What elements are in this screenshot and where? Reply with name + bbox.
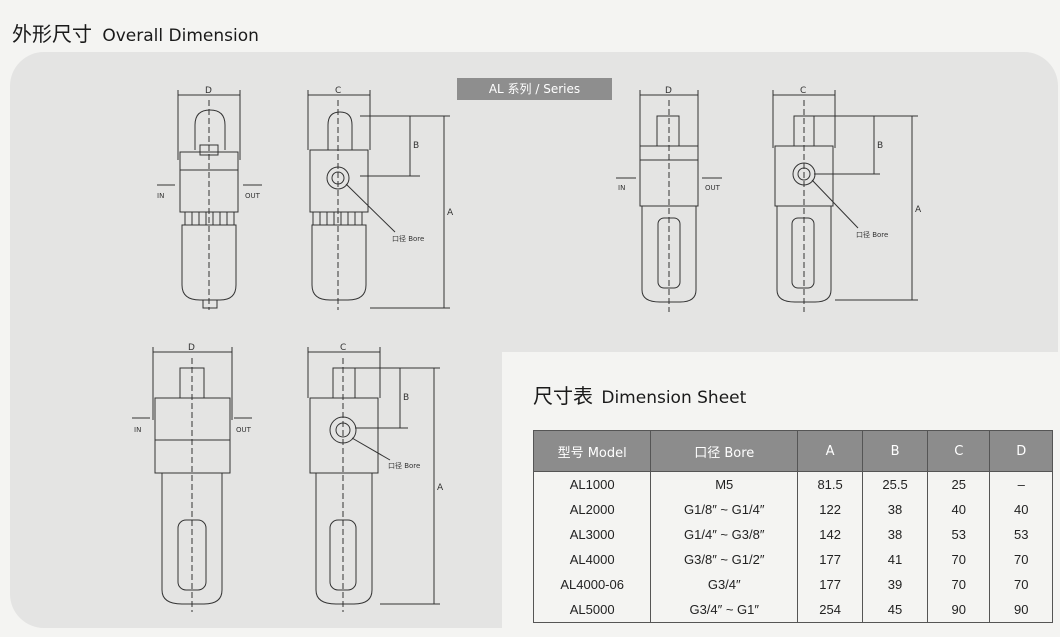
page-heading: 外形尺寸 Overall Dimension	[12, 18, 259, 47]
table-row: AL5000 G3/4″ ~ G1″ 254 45 90 90	[532, 597, 1053, 623]
label-c: C	[800, 86, 806, 96]
col-a: A	[797, 430, 864, 472]
cell-bore: M5	[650, 471, 799, 497]
dimension-sheet-title: 尺寸表 Dimension Sheet	[533, 380, 746, 409]
cell-d: 40	[989, 497, 1053, 522]
table-header-row: 型号 Model 口径 Bore A B C D	[532, 430, 1053, 472]
cell-c: 70	[926, 547, 991, 572]
table-row: AL4000-06 G3/4″ 177 39 70 70	[532, 572, 1053, 597]
cell-model: AL3000	[532, 522, 652, 547]
label-b: B	[403, 393, 409, 403]
col-bore: 口径 Bore	[650, 430, 799, 472]
label-in: IN	[157, 192, 164, 200]
cell-bore: G3/4″	[650, 572, 799, 597]
label-c: C	[335, 86, 341, 96]
cell-c: 53	[926, 522, 991, 547]
label-d: D	[188, 343, 195, 353]
cell-d: –	[989, 471, 1053, 497]
col-d: D	[989, 430, 1053, 472]
cell-b: 38	[862, 497, 928, 522]
heading-cn: 外形尺寸	[12, 22, 92, 46]
label-out: OUT	[705, 184, 721, 192]
cell-bore: G3/8″ ~ G1/2″	[650, 547, 799, 572]
cell-b: 39	[862, 572, 928, 597]
cell-c: 40	[926, 497, 991, 522]
label-in: IN	[618, 184, 625, 192]
cell-model: AL4000	[532, 547, 652, 572]
cell-model: AL5000	[532, 597, 652, 623]
cell-bore: G1/8″ ~ G1/4″	[650, 497, 799, 522]
cell-model: AL4000-06	[532, 572, 652, 597]
label-d: D	[665, 86, 672, 96]
sheet-title-cn: 尺寸表	[533, 384, 593, 408]
cell-b: 25.5	[862, 471, 928, 497]
drawing-side-view-2: C B A 口径 Bore	[772, 86, 922, 312]
cell-c: 90	[926, 597, 991, 623]
label-a: A	[447, 208, 454, 218]
cell-b: 45	[862, 597, 928, 623]
table-row: AL2000 G1/8″ ~ G1/4″ 122 38 40 40	[532, 497, 1053, 522]
label-b: B	[413, 141, 419, 151]
heading-en: Overall Dimension	[102, 26, 259, 46]
col-model: 型号 Model	[532, 430, 652, 472]
label-out: OUT	[245, 192, 261, 200]
label-bore: 口径 Bore	[392, 234, 424, 243]
cell-a: 177	[797, 547, 864, 572]
label-c: C	[340, 343, 346, 353]
cell-a: 142	[797, 522, 864, 547]
cell-c: 70	[926, 572, 991, 597]
label-d: D	[205, 86, 212, 96]
drawing-front-view-3: D IN OUT	[132, 343, 252, 612]
table-row: AL4000 G3/8″ ~ G1/2″ 177 41 70 70	[532, 547, 1053, 572]
sheet-title-en: Dimension Sheet	[601, 388, 747, 408]
cell-a: 122	[797, 497, 864, 522]
cell-b: 41	[862, 547, 928, 572]
drawing-side-view-3: C B A 口径 Bore	[307, 343, 444, 612]
cell-c: 25	[926, 471, 991, 497]
cell-d: 53	[989, 522, 1053, 547]
label-out: OUT	[236, 426, 252, 434]
cell-d: 70	[989, 572, 1053, 597]
drawing-front-view-2: D IN OUT	[616, 86, 722, 312]
cell-a: 177	[797, 572, 864, 597]
drawing-front-view-1: D IN OUT	[157, 86, 262, 310]
label-b: B	[877, 141, 883, 151]
cell-a: 254	[797, 597, 864, 623]
cell-model: AL1000	[532, 471, 652, 497]
cell-a: 81.5	[797, 471, 864, 497]
label-a: A	[915, 205, 922, 215]
cell-d: 90	[989, 597, 1053, 623]
cell-d: 70	[989, 547, 1053, 572]
cell-model: AL2000	[532, 497, 652, 522]
label-in: IN	[134, 426, 141, 434]
label-a: A	[437, 483, 444, 493]
series-tag: AL 系列 / Series	[457, 78, 612, 100]
cell-b: 38	[862, 522, 928, 547]
dimension-table: 型号 Model 口径 Bore A B C D AL1000 M5 81.5 …	[532, 430, 1053, 623]
drawing-side-view-1: C B A 口径 Bore	[307, 86, 454, 310]
table-row: AL1000 M5 81.5 25.5 25 –	[532, 471, 1053, 497]
table-row: AL3000 G1/4″ ~ G3/8″ 142 38 53 53	[532, 522, 1053, 547]
col-c: C	[926, 430, 991, 472]
label-bore: 口径 Bore	[856, 230, 888, 239]
col-b: B	[862, 430, 928, 472]
cell-bore: G3/4″ ~ G1″	[650, 597, 799, 623]
label-bore: 口径 Bore	[388, 461, 420, 470]
cell-bore: G1/4″ ~ G3/8″	[650, 522, 799, 547]
